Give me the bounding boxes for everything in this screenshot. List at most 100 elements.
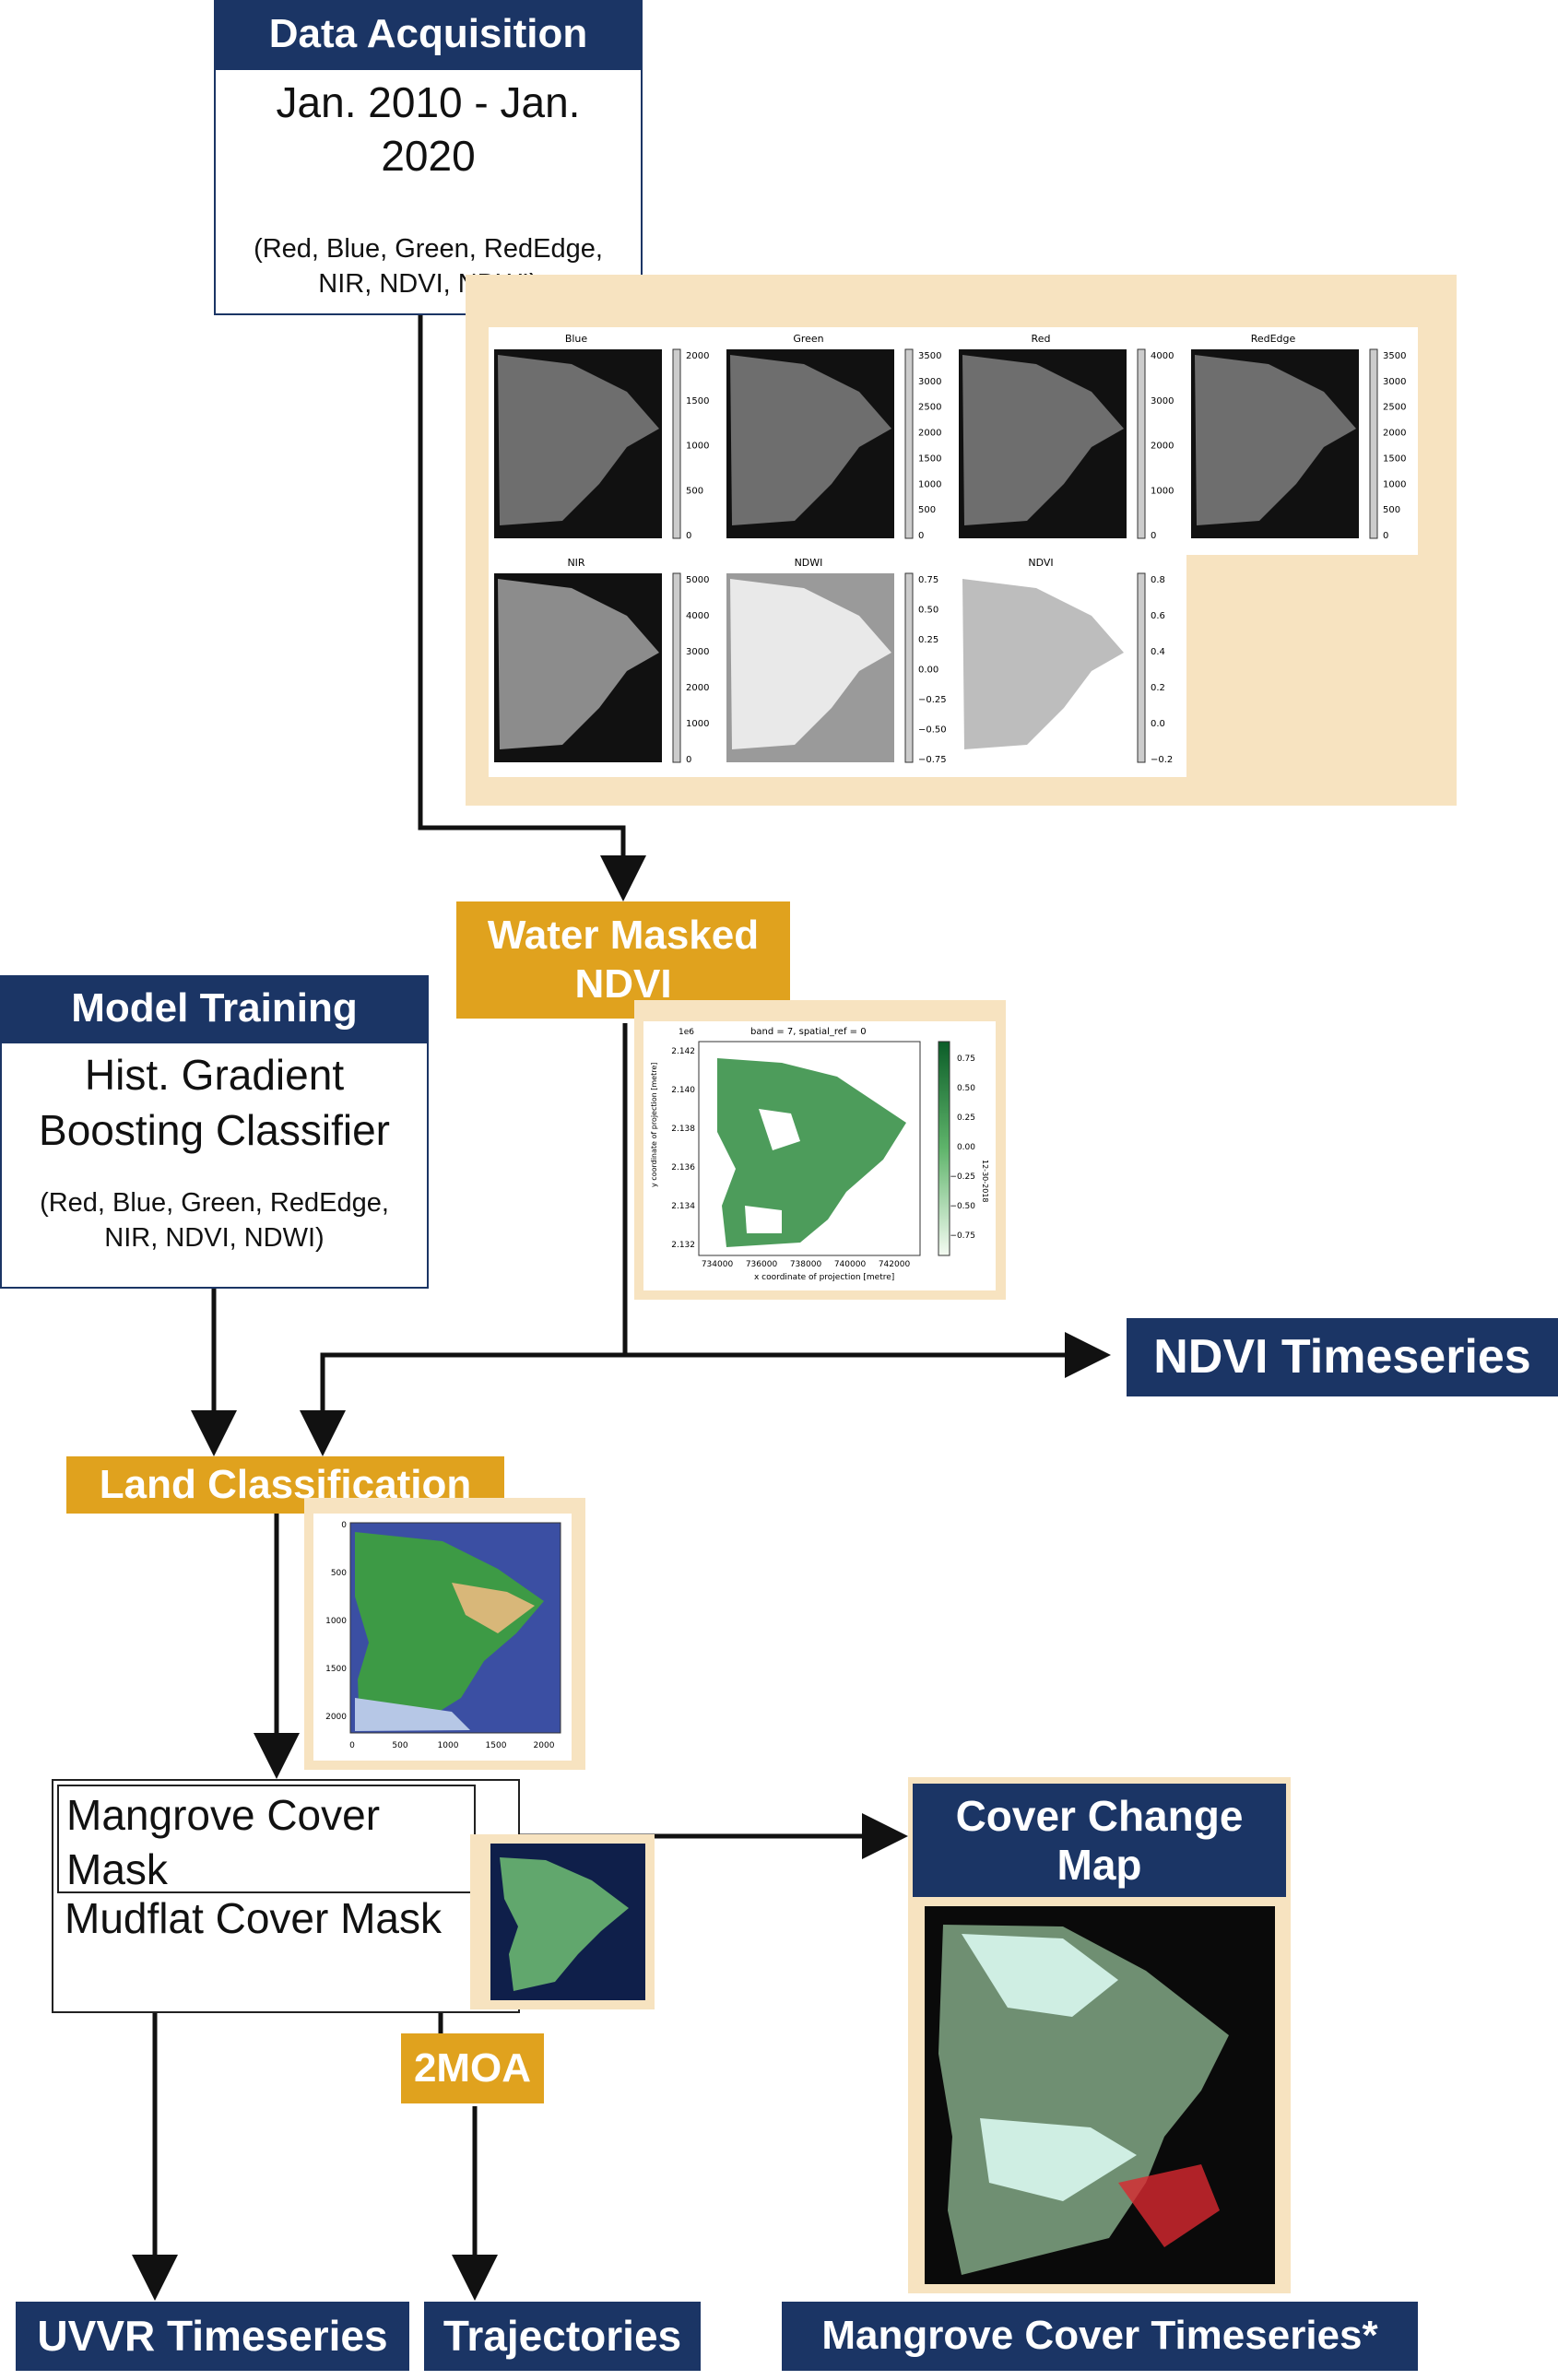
water-masked-svg: band = 7, spatial_ref = 0 1e6 2.1422.140… [650,1027,989,1282]
band-panel-title: Red [1032,333,1051,345]
plot-ytick: 2.132 [671,1241,695,1250]
band-colorbar-tick: 0.0 [1151,719,1165,729]
data-acquisition-title: Data Acquisition [214,0,643,68]
mangrove-mask-label: Mangrove Cover Mask [66,1791,381,1894]
colorbar-tick: −0.50 [950,1202,975,1211]
colorbar-tick: −0.75 [950,1231,975,1241]
plot-ylabel: y coordinate of projection [metre] [650,1063,658,1187]
band-panel-title: Green [793,333,823,345]
mangrove-cover-timeseries: Mangrove Cover Timeseries* [782,2302,1418,2371]
training-bands: (Red, Blue, Green, RedEdge, NIR, NDVI, N… [40,1188,389,1253]
plot-xtick: 736000 [746,1260,778,1269]
model-training-title: Model Training [0,975,429,1042]
band-colorbar [1137,348,1146,539]
band-colorbar-tick: 2000 [1383,429,1406,439]
classification-xtick: 1500 [486,1741,507,1750]
band-image-shape [498,579,659,749]
band-image-shape [1195,355,1356,525]
classification-ytick: 500 [331,1569,347,1578]
ndvi-shape [717,1058,906,1247]
cover-change-map [925,1906,1275,2284]
colorbar-tick: 0.25 [957,1113,975,1123]
data-acquisition-box: Jan. 2010 - Jan. 2020 (Red, Blue, Green,… [214,68,643,315]
cover-change-title: Cover Change Map [913,1784,1286,1897]
band-colorbar-tick: 2000 [918,429,941,439]
band-image-shape [498,355,659,525]
band-colorbar-tick: −0.2 [1151,755,1173,765]
plot-yexp: 1e6 [679,1028,694,1037]
band-colorbar-tick: 3000 [918,377,941,387]
classification-xtick: 2000 [534,1741,555,1750]
mudflat-mask-label: Mudflat Cover Mask [65,1894,443,1942]
band-colorbar [1137,572,1146,763]
band-colorbar-tick: 3000 [686,647,709,657]
band-panel-title: NDVI [1028,557,1053,569]
colorbar-tick: 0.50 [957,1084,975,1093]
band-panel-title: NDWI [795,557,823,569]
band-colorbar-tick: 0 [1383,531,1388,541]
band-colorbar-tick: 1000 [1151,486,1174,496]
plot-ytick: 2.140 [671,1086,695,1095]
band-colorbar-tick: 0.8 [1151,575,1165,585]
band-colorbar-tick: 500 [686,486,703,496]
mask-preview-svg [500,1857,629,1991]
band-colorbar [672,572,681,763]
band-colorbar-tick: 3500 [918,351,941,361]
uvvr-timeseries: UVVR Timeseries [16,2302,409,2371]
band-image-shape [730,579,891,749]
band-colorbar-tick: 1000 [686,442,709,452]
band-colorbar-tick: 1000 [686,719,709,729]
date-range: Jan. 2010 - Jan. 2020 [276,78,581,181]
two-moa-label: 2MOA [401,2033,544,2103]
band-image-shape [962,355,1124,525]
band-colorbar-tick: 0 [686,755,691,765]
classification-xtick: 0 [349,1741,355,1750]
band-colorbar-tick: 2500 [918,403,941,413]
band-colorbar-tick: 0.2 [1151,683,1165,693]
ndvi-hole [759,1109,800,1150]
classification-sand [452,1583,535,1633]
band-colorbar-tick: 0 [918,531,924,541]
plot-xlabel: x coordinate of projection [metre] [754,1273,894,1282]
band-colorbar-tick: −0.75 [918,755,947,765]
band-colorbar-tick: 0.25 [918,635,938,645]
band-colorbar-tick: 0.6 [1151,611,1165,621]
colorbar [938,1041,950,1256]
band-colorbar-tick: 0 [1151,531,1156,541]
ndvi-hole2 [745,1206,782,1233]
classification-ytick: 1500 [325,1665,347,1674]
band-colorbar-tick: 3000 [1151,396,1174,406]
cover-change-mud1 [962,1934,1118,2017]
mask-preview [490,1844,645,2000]
band-colorbar [672,348,681,539]
band-colorbar-tick: 4000 [1151,351,1174,361]
cover-change-loss [1118,2164,1220,2247]
classification-xtick: 1000 [438,1741,459,1750]
cover-change-svg [938,1925,1229,2275]
mask-preview-shape [500,1857,629,1991]
band-colorbar-tick: 500 [918,505,936,515]
band-colorbar-tick: 2000 [686,683,709,693]
water-masked-title: Water Masked NDVI [456,901,790,1019]
band-colorbar-tick: −0.50 [918,725,947,736]
classification-mudflat [355,1698,470,1731]
band-image-shape [730,355,891,525]
band-colorbar-tick: 0.50 [918,606,938,616]
band-panel-title: NIR [567,557,584,569]
plot-xtick: 740000 [834,1260,867,1269]
plot-xtick: 738000 [790,1260,822,1269]
cover-change-mud2 [980,2118,1137,2201]
classification-ytick: 2000 [325,1713,347,1722]
band-colorbar-tick: 0.75 [918,575,938,585]
ndvi-timeseries: NDVI Timeseries [1127,1318,1558,1396]
arrow-water-mask-to-land-classification [300,1352,625,1456]
colorbar-label: 12-30-2018 [981,1160,989,1203]
band-colorbar-tick: 1000 [918,479,941,489]
band-colorbar-tick: 2000 [686,351,709,361]
